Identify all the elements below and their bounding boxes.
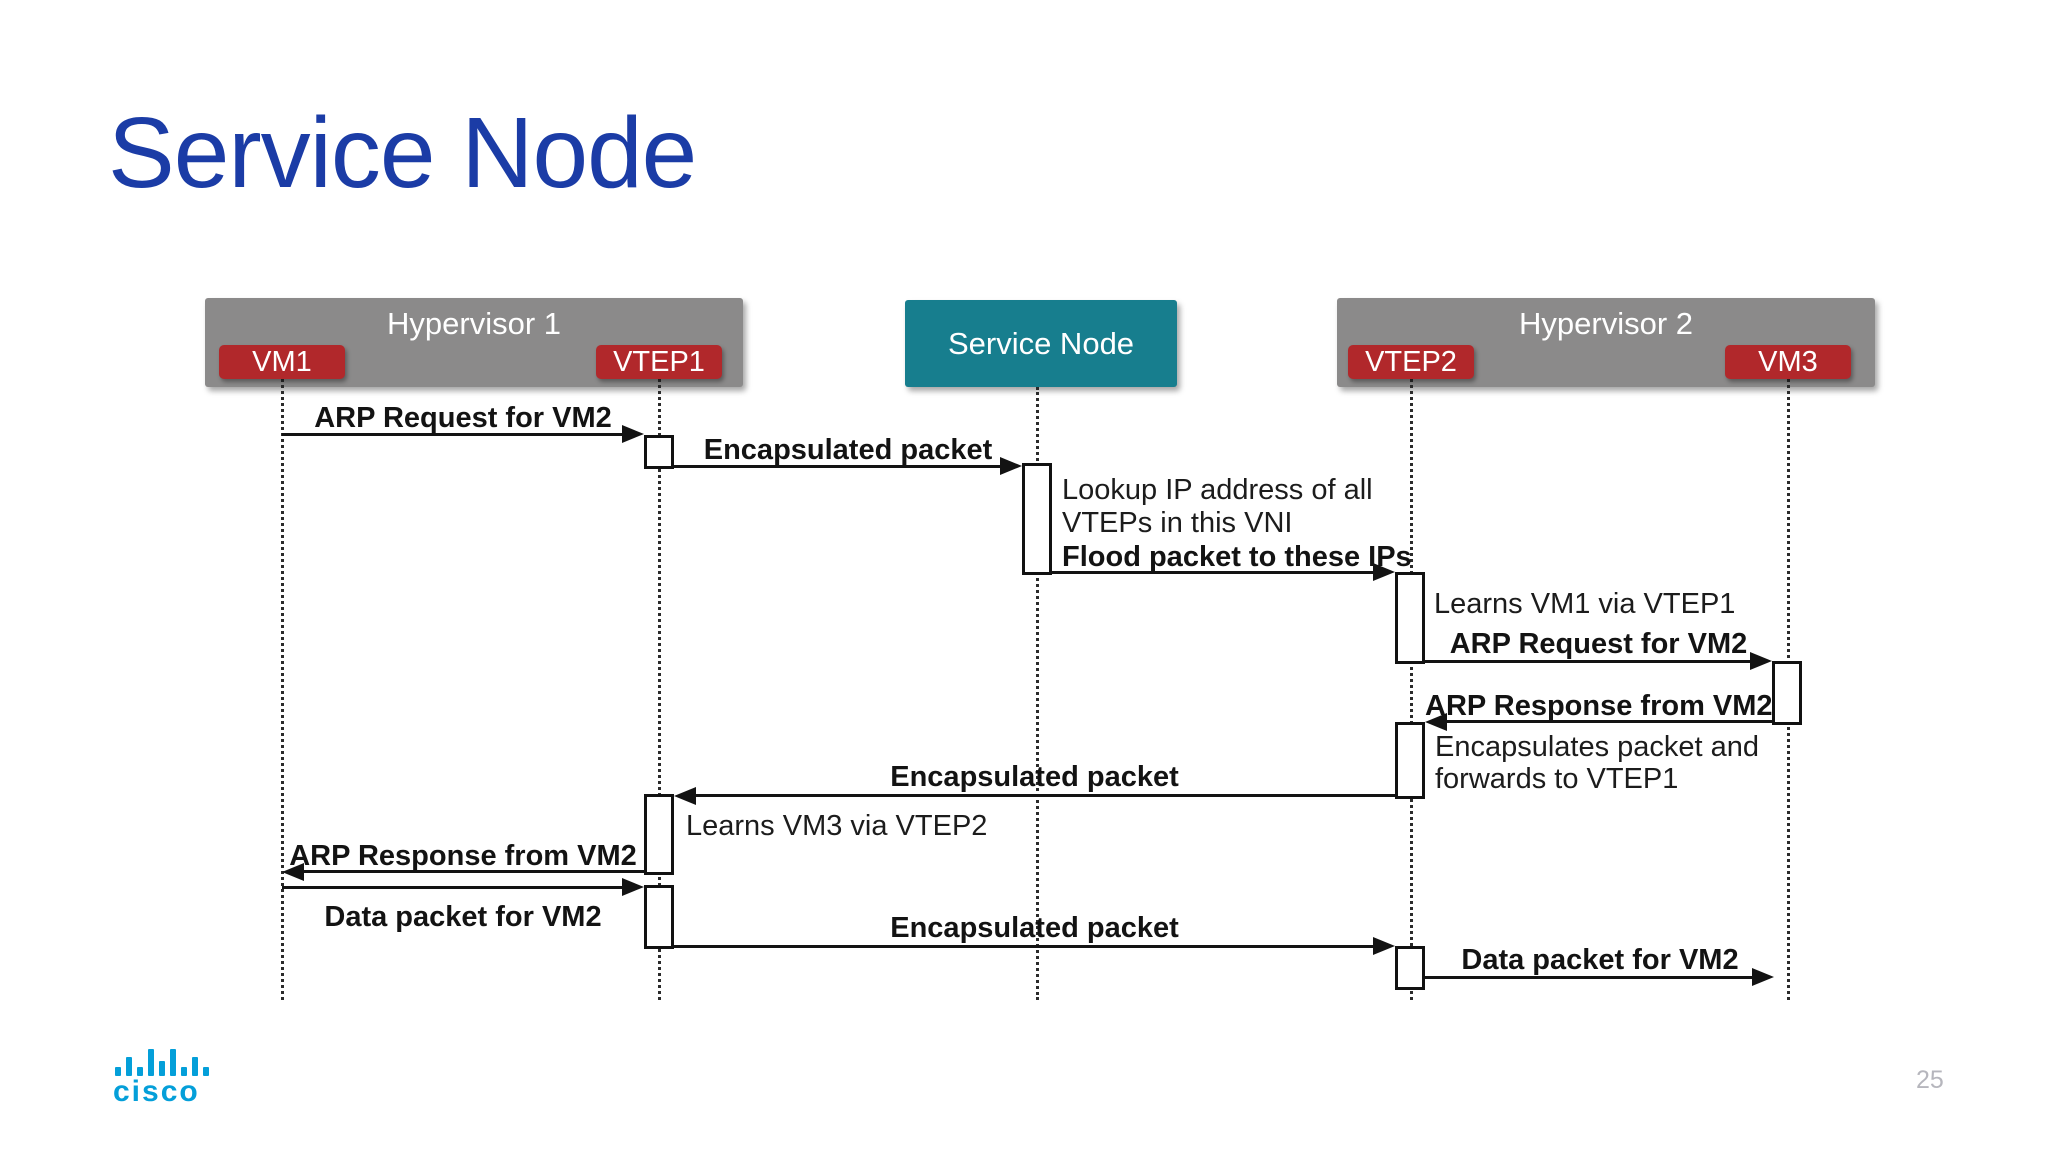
- activation-vtep1-2: [644, 794, 674, 875]
- message-label-flood: Flood packet to these IPs: [1062, 541, 1412, 573]
- note-encapsulates-line2: forwards to VTEP1: [1435, 763, 1679, 795]
- actor-label-vm3: VM3: [1725, 345, 1851, 379]
- arrowhead-icon: [1750, 652, 1772, 670]
- activation-service-node: [1022, 463, 1052, 575]
- cisco-logo: cisco: [113, 1046, 273, 1108]
- arrow-arp-request-1: [282, 433, 624, 436]
- arrow-encapsulated-2: [696, 794, 1395, 797]
- lifeline-vtep2: [1410, 379, 1413, 1000]
- lifeline-vtep1: [658, 379, 661, 1000]
- actor-label-vtep2: VTEP2: [1348, 345, 1474, 379]
- activation-vm3: [1772, 661, 1802, 725]
- arrow-flood: [1050, 571, 1375, 574]
- arrow-arp-response-1: [1447, 720, 1772, 723]
- message-label-encapsulated-1: Encapsulated packet: [703, 434, 993, 466]
- arrowhead-icon: [1425, 713, 1447, 731]
- arrowhead-icon: [622, 878, 644, 896]
- note-lookup-line2: VTEPs in this VNI: [1062, 507, 1293, 539]
- arrow-encapsulated-3: [674, 945, 1373, 948]
- arrow-arp-response-2: [304, 870, 644, 873]
- activation-vtep1-3: [644, 885, 674, 949]
- arrowhead-icon: [622, 425, 644, 443]
- message-label-encapsulated-2: Encapsulated packet: [890, 761, 1179, 793]
- arrowhead-icon: [1373, 563, 1395, 581]
- arrow-data-packet-1: [282, 886, 622, 889]
- activation-vtep2-3: [1395, 946, 1425, 990]
- cisco-wordmark: cisco: [113, 1075, 200, 1108]
- lifeline-vm1: [281, 379, 284, 1000]
- arrow-arp-request-2: [1425, 660, 1752, 663]
- message-label-arp-response-1: ARP Response from VM2: [1425, 690, 1773, 722]
- activation-vtep2-1: [1395, 572, 1425, 664]
- activation-vtep2-2: [1395, 722, 1425, 799]
- message-label-data-packet-2: Data packet for VM2: [1461, 944, 1739, 976]
- message-label-arp-request-2: ARP Request for VM2: [1449, 628, 1748, 660]
- arrowhead-icon: [674, 787, 696, 805]
- arrowhead-icon: [1752, 968, 1774, 986]
- note-learns-vm3: Learns VM3 via VTEP2: [686, 810, 988, 842]
- activation-vtep1-1: [644, 435, 674, 469]
- arrowhead-icon: [1373, 937, 1395, 955]
- message-label-arp-request-1: ARP Request for VM2: [314, 402, 612, 434]
- note-encapsulates-line1: Encapsulates packet and: [1435, 731, 1760, 763]
- group-label-hypervisor2: Hypervisor 2: [1519, 306, 1693, 341]
- message-label-arp-response-2: ARP Response from VM2: [289, 840, 637, 872]
- note-lookup-line1: Lookup IP address of all: [1062, 474, 1373, 506]
- page-title: Service Node: [108, 97, 697, 209]
- arrowhead-icon: [1000, 457, 1022, 475]
- lifeline-service-node: [1036, 387, 1039, 1000]
- group-label-hypervisor1: Hypervisor 1: [387, 306, 561, 341]
- actor-label-vm1: VM1: [219, 345, 345, 379]
- arrow-encapsulated-1: [674, 465, 1000, 468]
- group-box-service-node: Service Node: [905, 300, 1177, 387]
- group-label-service-node: Service Node: [947, 325, 1135, 361]
- arrowhead-icon: [282, 863, 304, 881]
- message-label-data-packet-1: Data packet for VM2: [324, 901, 602, 933]
- message-label-encapsulated-3: Encapsulated packet: [890, 912, 1179, 944]
- page-number: 25: [1916, 1066, 1944, 1094]
- cisco-bridge-icon: [115, 1046, 273, 1076]
- actor-label-vtep1: VTEP1: [596, 345, 722, 379]
- note-learns-vm1: Learns VM1 via VTEP1: [1434, 588, 1736, 620]
- arrow-data-packet-2: [1425, 976, 1754, 979]
